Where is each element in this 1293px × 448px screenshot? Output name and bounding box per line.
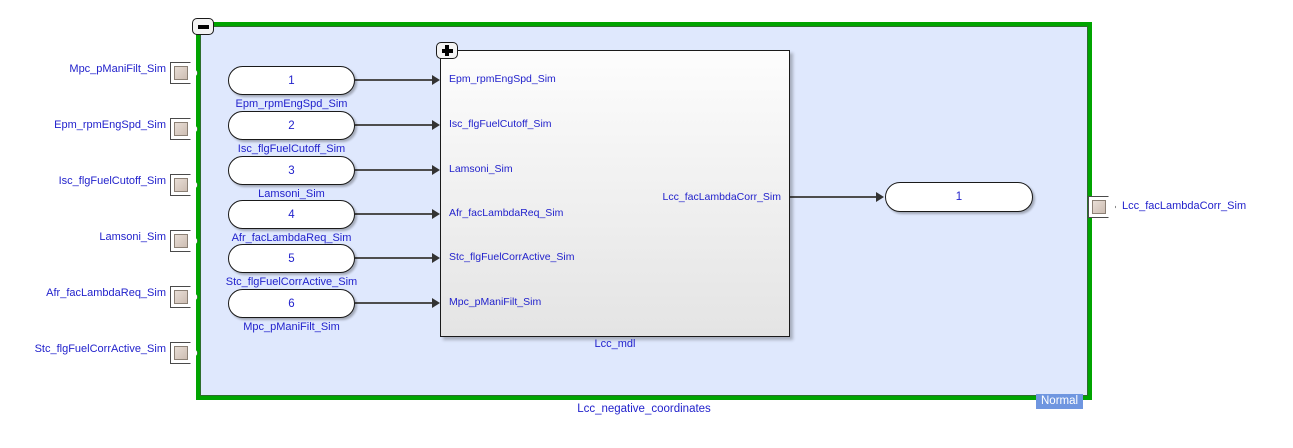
model-input-label-3: Afr_facLambdaReq_Sim (449, 207, 564, 219)
external-inport-2[interactable] (170, 174, 198, 196)
inport-square (174, 178, 188, 192)
arrow-out-1 (876, 192, 884, 202)
external-inport-label-1: Epm_rpmEngSpd_Sim (54, 119, 166, 131)
inport-square (174, 66, 188, 80)
inport-square (174, 234, 188, 248)
external-inport-4[interactable] (170, 286, 198, 308)
outport-block-1[interactable]: 1 (885, 182, 1033, 212)
inport-block-1[interactable]: 1 (228, 66, 355, 95)
external-inport-5[interactable] (170, 342, 198, 364)
model-output-label-0: Lcc_facLambdaCorr_Sim (662, 191, 781, 203)
model-input-label-4: Stc_flgFuelCorrActive_Sim (449, 251, 575, 263)
inport-square (174, 122, 188, 136)
wire-in-1 (355, 79, 433, 81)
inport-block-label-4: Afr_facLambdaReq_Sim (231, 232, 352, 244)
plus-glyph-v (445, 45, 449, 56)
model-block-name: Lcc_mdl (594, 338, 636, 350)
inport-block-label-1: Epm_rpmEngSpd_Sim (235, 98, 348, 110)
inport-block-2[interactable]: 2 (228, 111, 355, 140)
inport-block-6[interactable]: 6 (228, 289, 355, 318)
inport-block-4[interactable]: 4 (228, 200, 355, 229)
inport-block-3[interactable]: 3 (228, 156, 355, 185)
inport-block-label-2: Isc_flgFuelCutoff_Sim (237, 143, 346, 155)
wire-in-3 (355, 169, 433, 171)
outport-square (1092, 200, 1106, 214)
minus-glyph (197, 24, 209, 29)
wire-in-5 (355, 257, 433, 259)
wire-in-4 (355, 213, 433, 215)
inport-block-label-3: Lamsoni_Sim (258, 188, 325, 200)
model-input-label-2: Lamsoni_Sim (449, 163, 513, 175)
arrow-in-2 (432, 120, 440, 130)
external-inport-1[interactable] (170, 118, 198, 140)
model-input-label-5: Mpc_pManiFilt_Sim (449, 296, 542, 308)
inport-square (174, 290, 188, 304)
simulation-mode-badge[interactable]: Normal (1036, 394, 1084, 409)
external-inport-label-5: Stc_flgFuelCorrActive_Sim (34, 343, 166, 355)
arrow-in-4 (432, 209, 440, 219)
inport-block-label-5: Stc_flgFuelCorrActive_Sim (225, 276, 358, 288)
inport-block-label-6: Mpc_pManiFilt_Sim (243, 321, 340, 333)
wire-in-2 (355, 124, 433, 126)
arrow-in-1 (432, 75, 440, 85)
external-inport-label-3: Lamsoni_Sim (99, 231, 166, 243)
external-inport-3[interactable] (170, 230, 198, 252)
wire-in-6 (355, 302, 433, 304)
external-inport-label-2: Isc_flgFuelCutoff_Sim (58, 175, 166, 187)
arrow-in-3 (432, 165, 440, 175)
external-inport-label-4: Afr_facLambdaReq_Sim (46, 287, 166, 299)
minus-icon[interactable] (192, 18, 214, 35)
external-outport-0[interactable] (1088, 196, 1116, 218)
inport-block-5[interactable]: 5 (228, 244, 355, 273)
model-input-label-1: Isc_flgFuelCutoff_Sim (449, 118, 552, 130)
plus-icon[interactable] (436, 42, 458, 59)
model-input-label-0: Epm_rpmEngSpd_Sim (449, 73, 556, 85)
diagram-title: Lcc_negative_coordinates (577, 403, 711, 415)
external-inport-label-0: Mpc_pManiFilt_Sim (69, 63, 166, 75)
wire-out-1 (790, 196, 877, 198)
inport-square (174, 346, 188, 360)
external-inport-0[interactable] (170, 62, 198, 84)
external-outport-label-0: Lcc_facLambdaCorr_Sim (1122, 200, 1247, 212)
model-block-lcc-mdl[interactable]: Epm_rpmEngSpd_Sim Isc_flgFuelCutoff_Sim … (440, 50, 790, 337)
arrow-in-5 (432, 253, 440, 263)
arrow-in-6 (432, 298, 440, 308)
